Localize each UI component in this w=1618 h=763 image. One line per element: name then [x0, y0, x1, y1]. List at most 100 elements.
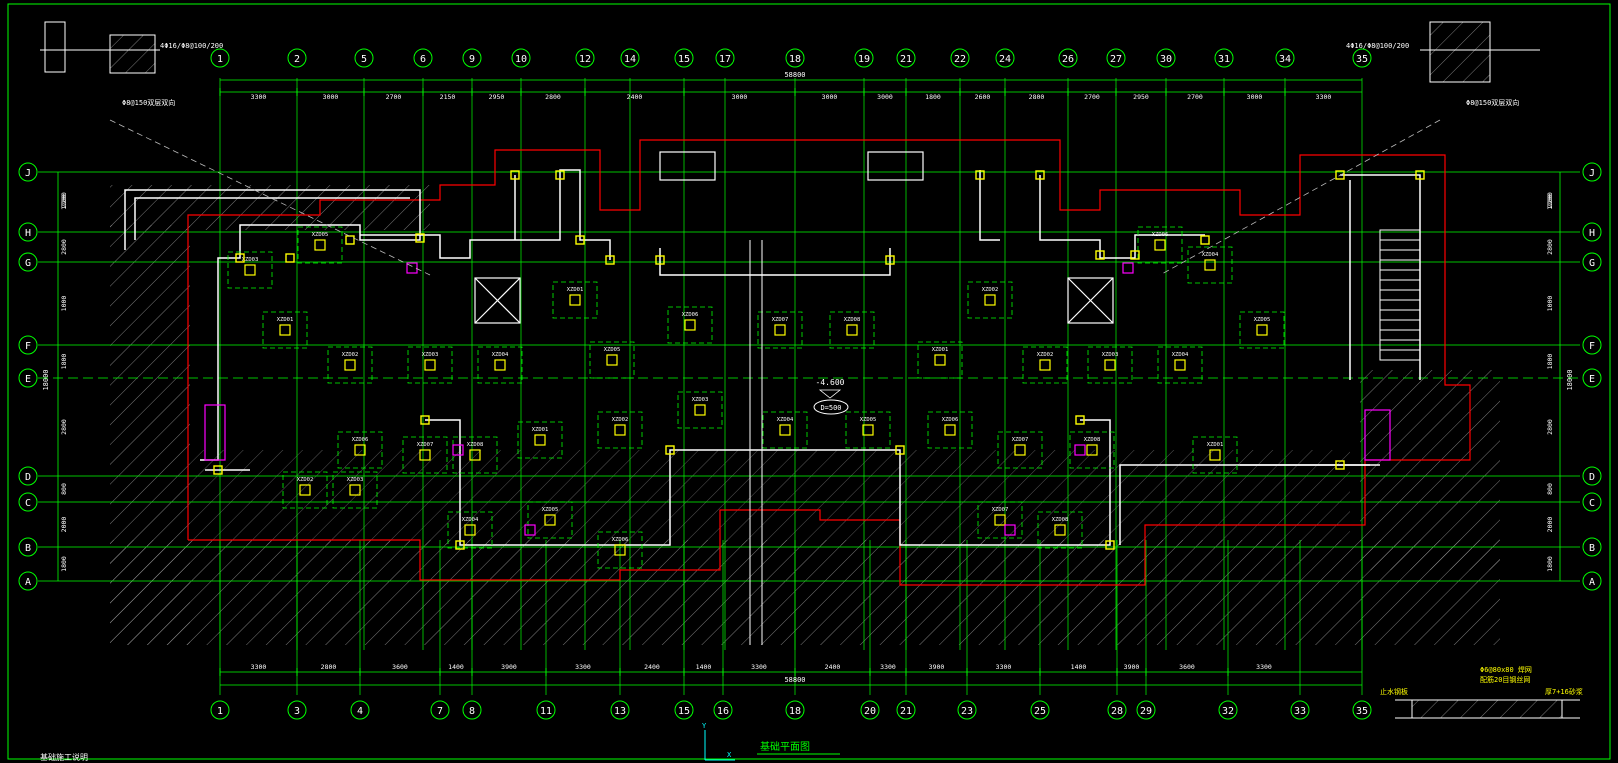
axis-bubble: 16: [713, 700, 733, 720]
axis-bubble: 14: [620, 48, 640, 68]
dimension-text: 1400: [1071, 663, 1087, 671]
footing-tag: XZD08: [1052, 517, 1069, 523]
axis-label: A: [1589, 577, 1595, 588]
footing-tag: XZD02: [297, 477, 314, 483]
axis-label: 28: [1111, 706, 1123, 717]
corner-note-left: 4Φ16/Φ8@100/200: [160, 42, 223, 50]
axis-bubble: 27: [1106, 48, 1126, 68]
axis-bubble: 5: [354, 48, 374, 68]
wall-column: [605, 255, 615, 265]
footing-pad: XZD04: [1187, 246, 1233, 284]
footing-tag: XZD05: [542, 507, 559, 513]
dimension-text: 3000: [1247, 93, 1263, 101]
footing-pad: XZD03: [407, 346, 453, 384]
axis-bubble: B: [18, 537, 38, 557]
dimension-text: 2150: [440, 93, 456, 101]
footing-tag: XZD07: [772, 317, 789, 323]
footing-tag: XZD07: [417, 442, 434, 448]
axis-bubble: E: [1582, 368, 1602, 388]
post-cast-strip: [749, 240, 763, 645]
footing-pad: XZD02: [282, 471, 328, 509]
detail-label: 止水钢板: [1380, 687, 1408, 696]
dimension-text: 2950: [489, 93, 505, 101]
dimension-text: 1200: [60, 194, 68, 210]
dimension-text: 3000: [323, 93, 339, 101]
axis-label: 2: [294, 54, 300, 65]
footing-pad: XZD01: [262, 311, 308, 349]
axis-label: G: [25, 258, 31, 269]
axis-bubble: 21: [896, 700, 916, 720]
notes-title: 基础施工说明: [40, 752, 88, 762]
foundation-boundary: [187, 139, 1471, 586]
axis-bubble: 18: [785, 48, 805, 68]
axis-label: 4: [357, 706, 363, 717]
axis-label: 9: [469, 54, 475, 65]
dimension-text: 3000: [877, 93, 893, 101]
axis-label: H: [25, 228, 31, 239]
axis-label: 3: [294, 706, 300, 717]
footing-tag: XZD02: [1037, 352, 1054, 358]
footing-tag: XZD07: [1012, 437, 1029, 443]
footing-pad: XZD04: [477, 346, 523, 384]
center-elevation: -4.600: [816, 378, 845, 387]
axis-label: A: [25, 577, 31, 588]
oval-tag: D=500: [820, 404, 841, 412]
soil-hatch-zone: [110, 185, 1500, 645]
dimension-text: 3300: [880, 663, 896, 671]
axis-label: 21: [900, 54, 912, 65]
footing-pad: XZD06: [597, 531, 643, 569]
footing-pad: XZD08: [829, 311, 875, 349]
axis-bubble: 21: [896, 48, 916, 68]
axis-label: 1: [217, 706, 223, 717]
axis-bubble: H: [1582, 222, 1602, 242]
axis-bubble: 9: [462, 48, 482, 68]
footing-pad: XZD08: [452, 436, 498, 474]
footing-tag: XZD08: [1084, 437, 1101, 443]
footing-pad: XZD05: [527, 501, 573, 539]
wall-column: [285, 253, 295, 263]
footing-pad: XZD07: [977, 501, 1023, 539]
footing-pad: XZD06: [337, 431, 383, 469]
footing-pad: XZD03: [227, 251, 273, 289]
axis-label: 17: [719, 54, 731, 65]
axis-label: 29: [1140, 706, 1152, 717]
dimension-text: 1000: [1546, 296, 1554, 312]
dimension-text: 2800: [60, 419, 68, 435]
axis-bubble: F: [1582, 335, 1602, 355]
dimension-text: 1800: [60, 556, 68, 572]
axis-bubble: 33: [1290, 700, 1310, 720]
dimension-text: 2950: [1133, 93, 1149, 101]
overall-dimension-side: 18000: [42, 369, 50, 390]
axis-label: F: [25, 341, 31, 352]
pile-marker: [1074, 444, 1086, 456]
axis-bubble: J: [1582, 162, 1602, 182]
footing-tag: XZD06: [612, 537, 629, 543]
dimension-text: 1800: [1546, 354, 1554, 370]
footing-tag: XZD01: [277, 317, 294, 323]
footing-tag: XZD07: [992, 507, 1009, 513]
axis-label: 20: [864, 706, 876, 717]
axis-label: 25: [1034, 706, 1046, 717]
footing-pad: XZD01: [552, 281, 598, 319]
wall-column: [1105, 540, 1115, 550]
axis-bubble: 11: [536, 700, 556, 720]
wall-column: [1200, 235, 1210, 245]
footing-pad: XZD02: [597, 411, 643, 449]
axis-bubble: 6: [413, 48, 433, 68]
axis-bubble: H: [18, 222, 38, 242]
axis-bubble: D: [1582, 466, 1602, 486]
axis-bubble: 12: [575, 48, 595, 68]
axis-bubble: 32: [1218, 700, 1238, 720]
detail-note-3: 配筋20目钢丝网: [1480, 675, 1530, 684]
axis-bubble: 24: [995, 48, 1015, 68]
axis-bubble: 13: [610, 700, 630, 720]
elevation-marker: D=500 -4.600: [813, 378, 849, 415]
detail-note-1: Φ6@80x80 焊网: [1480, 665, 1532, 674]
dimension-text: 3300: [575, 663, 591, 671]
axis-bubble: A: [1582, 571, 1602, 591]
dimension-text: 1400: [696, 663, 712, 671]
footing-pad: XZD05: [845, 411, 891, 449]
footing-tag: XZD03: [347, 477, 364, 483]
